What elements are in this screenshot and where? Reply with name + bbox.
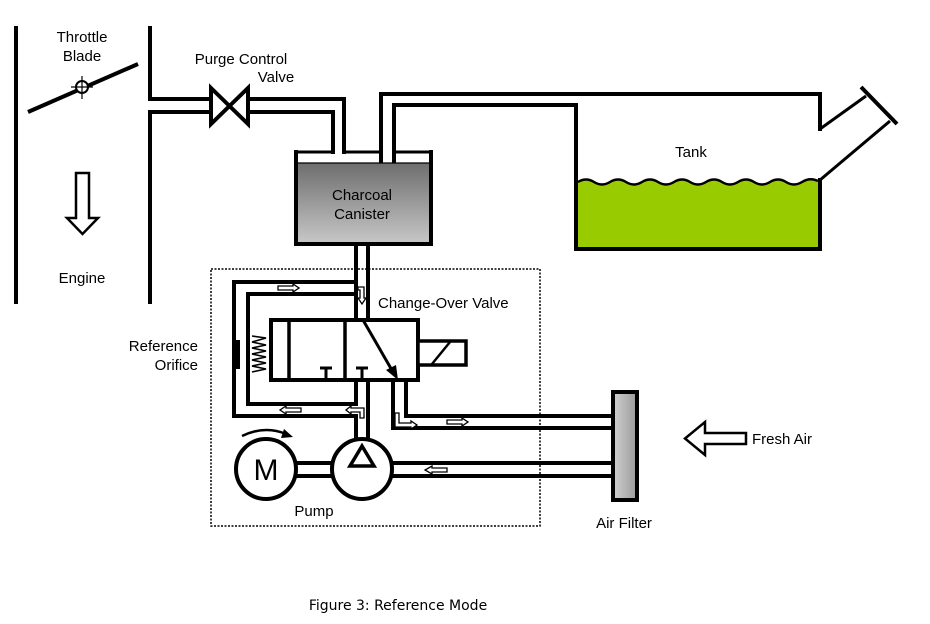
- duct-right-wall-lower: [148, 110, 212, 304]
- engine-flow-arrow-icon: [64, 171, 101, 236]
- figure-caption: Figure 3: Reference Mode: [309, 598, 487, 614]
- flow-arrow-left-icon: [423, 464, 448, 476]
- filter-element: [611, 390, 639, 502]
- throttle-blade: [27, 62, 139, 114]
- reference-orifice-label-line1: Reference: [129, 338, 198, 355]
- canister-label-line2: Canister: [334, 206, 390, 223]
- fresh-air-label: Fresh Air: [752, 431, 812, 448]
- canister-fill: [296, 163, 431, 244]
- reference-orifice: [235, 335, 267, 373]
- fuel-tank: [574, 85, 899, 251]
- throttle-label-line2: Blade: [63, 48, 101, 65]
- change-over-valve-label: Change-Over Valve: [378, 295, 509, 312]
- flow-arrowhead-icon: [386, 365, 398, 380]
- air-filter: [611, 390, 639, 502]
- pump-triangle-icon: [346, 442, 378, 468]
- vent-pipe-inner: [404, 378, 614, 418]
- valve-bowtie-icon: [209, 83, 250, 129]
- engine-intake-duct: [14, 26, 212, 304]
- pump-label: Pump: [294, 503, 333, 520]
- throttle-label-line1: Throttle: [57, 29, 108, 46]
- motor-symbol: M: [254, 454, 279, 487]
- flow-arrow-turn-right-icon: [394, 412, 419, 431]
- blocked-port-icon: [320, 366, 332, 380]
- purge-pipe-inner: [246, 110, 335, 154]
- filler-neck-lower: [819, 119, 891, 182]
- engine-label: Engine: [59, 270, 106, 287]
- tank-label: Tank: [675, 144, 707, 161]
- orifice-plate: [235, 340, 240, 369]
- rotation-arc: [241, 428, 287, 438]
- fuel-level: [578, 179, 818, 249]
- tank-vent-pipe-outer: [379, 92, 822, 167]
- fresh-air-arrow-icon: [683, 419, 748, 458]
- purge-control-valve[interactable]: [209, 83, 250, 129]
- pump-circle: [330, 437, 394, 501]
- canister-body: [294, 150, 433, 246]
- spring-icon: [251, 335, 267, 373]
- reference-orifice-label-line2: Orifice: [155, 357, 198, 374]
- tank-body: [574, 178, 822, 251]
- charcoal-canister: [294, 150, 433, 246]
- pump: [330, 437, 394, 501]
- rotation-arrow-icon: [281, 429, 293, 438]
- purge-valve-label-line1: Purge Control: [195, 51, 288, 68]
- purge-pipe-outer: [246, 97, 346, 154]
- flow-arrow-down-icon: [356, 286, 368, 306]
- vent-pipe-outer: [391, 378, 614, 430]
- flow-arrow-left-icon: [278, 404, 302, 416]
- solenoid-diagonal: [431, 341, 451, 365]
- flow-arrow-right-icon: [277, 282, 301, 294]
- module-boundary: [210, 268, 541, 527]
- canister-label-line1: Charcoal: [332, 187, 392, 204]
- reference-loop-inner: [246, 292, 358, 406]
- flow-path-arrow: [361, 319, 395, 373]
- fuel-surface-wave: [577, 178, 819, 186]
- blocked-port-icon: [356, 366, 368, 380]
- filler-neck-upper: [819, 94, 867, 131]
- flow-arrow-turn-left-icon: [344, 404, 365, 419]
- motor-circle: [234, 437, 298, 501]
- reference-loop-outer: [232, 280, 358, 442]
- motor: M: [234, 428, 298, 501]
- tank-vent-pipe-inner: [392, 103, 578, 184]
- air-filter-label: Air Filter: [596, 515, 652, 532]
- flow-arrow-right-icon: [446, 416, 470, 428]
- filler-cap: [859, 85, 899, 126]
- purge-valve-label-line2: Valve: [258, 69, 294, 86]
- duct-right-wall-upper: [148, 26, 212, 101]
- change-over-valve[interactable]: [269, 318, 468, 382]
- flow-indicators: [277, 282, 470, 476]
